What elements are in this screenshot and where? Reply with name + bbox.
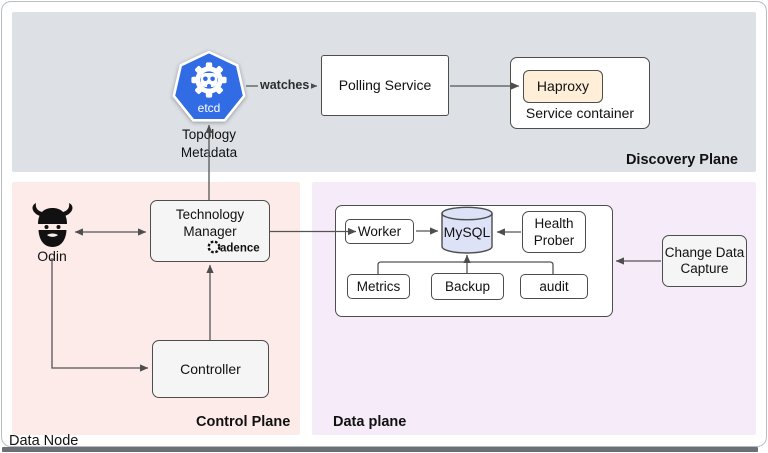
data-node-label: Data Node bbox=[9, 433, 79, 449]
metrics-node: Metrics bbox=[347, 274, 410, 299]
polling-service-node: Polling Service bbox=[321, 55, 449, 116]
etcd-label: etcd bbox=[198, 101, 221, 115]
cadence-logo: adence bbox=[207, 239, 265, 258]
audit-node: audit bbox=[520, 274, 588, 299]
backup-node: Backup bbox=[431, 273, 504, 300]
change-data-capture-node: Change Data Capture bbox=[662, 235, 747, 287]
odin-icon bbox=[29, 202, 76, 249]
audit-label: audit bbox=[539, 279, 569, 294]
service-container-node: Haproxy Service container bbox=[510, 57, 650, 129]
topology-metadata-caption: Topology Metadata bbox=[180, 127, 238, 160]
backup-label: Backup bbox=[444, 279, 491, 294]
worker-label: Worker bbox=[357, 224, 402, 239]
data-plane-label: Data plane bbox=[333, 414, 407, 430]
cadence-logo-text: adence bbox=[220, 243, 260, 255]
polling-service-label: Polling Service bbox=[338, 77, 432, 93]
haproxy-label: Haproxy bbox=[536, 78, 590, 94]
metrics-label: Metrics bbox=[356, 279, 401, 294]
mysql-label: MySQL bbox=[444, 224, 491, 240]
controller-label: Controller bbox=[180, 360, 241, 377]
technology-manager-label: Technology Manager bbox=[175, 207, 245, 239]
etcd-icon: etcd bbox=[172, 50, 246, 122]
health-prober-node: Health Prober bbox=[522, 211, 586, 253]
service-container-label: Service container bbox=[525, 105, 635, 121]
haproxy-node: Haproxy bbox=[523, 70, 603, 103]
change-data-capture-label: Change Data Capture bbox=[664, 245, 745, 276]
mysql-cylinder: MySQL bbox=[441, 206, 493, 254]
odin-label: Odin bbox=[37, 248, 67, 264]
worker-node: Worker bbox=[345, 219, 414, 244]
technology-manager-node: Technology Manager adence bbox=[150, 200, 270, 262]
controller-node: Controller bbox=[152, 340, 269, 398]
discovery-plane-label: Discovery Plane bbox=[625, 152, 738, 168]
watches-edge-label: watches bbox=[258, 78, 312, 92]
window-bottom-edge bbox=[2, 447, 758, 452]
control-plane-label: Control Plane bbox=[196, 414, 291, 430]
health-prober-label: Health Prober bbox=[533, 216, 575, 248]
